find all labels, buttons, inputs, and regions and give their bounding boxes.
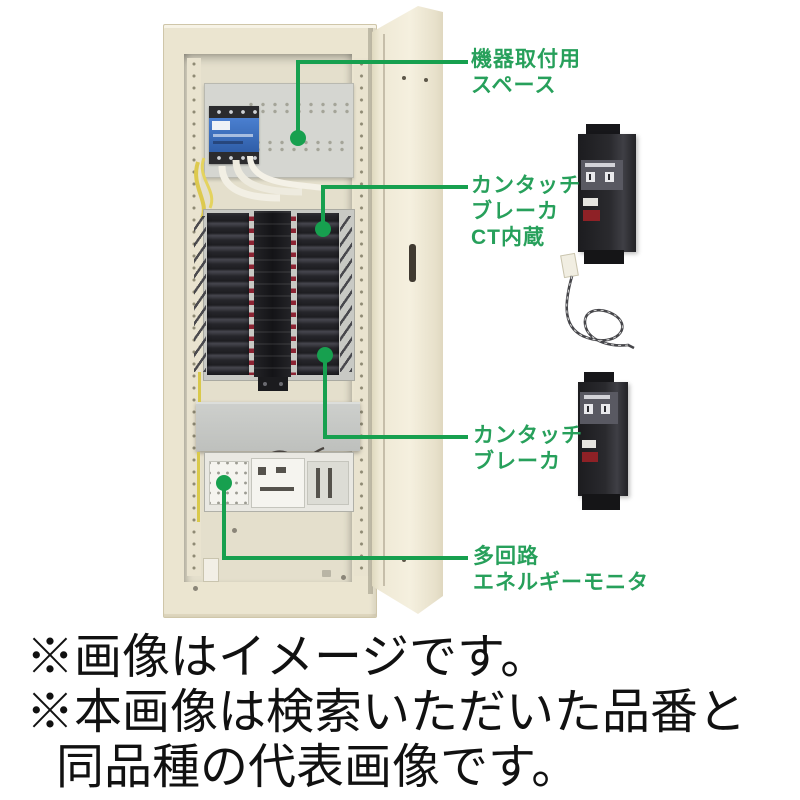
knockout	[322, 570, 331, 577]
callout-label-line: ブレーカ	[471, 200, 559, 223]
rating-chip	[583, 198, 598, 206]
breaker-body	[578, 382, 628, 496]
product-breaker-with-ct	[558, 116, 670, 356]
mounting-holes-row	[245, 101, 349, 114]
screw	[341, 575, 346, 580]
terminal-block	[209, 106, 259, 118]
monitor-module	[251, 458, 305, 508]
busbar	[254, 211, 291, 377]
label-line	[213, 134, 253, 137]
label-line	[213, 141, 243, 144]
product-breaker	[570, 366, 640, 521]
door-screw	[402, 558, 406, 562]
callout-label-line: カンタッチ	[473, 424, 583, 447]
door-screw	[424, 556, 428, 560]
branch-wiring-left	[194, 216, 206, 372]
door-screw	[424, 78, 428, 82]
busbar-extension	[258, 377, 288, 391]
branch-wiring-right	[340, 216, 352, 372]
disclaimer-line-3: 同品種の代表画像です。	[56, 741, 580, 794]
breaker-bottom-step	[582, 494, 620, 510]
wiring-tubes	[194, 155, 325, 219]
breaker-switch-red	[583, 210, 600, 221]
breaker-handles-left	[249, 213, 254, 375]
main-breaker-face	[209, 118, 259, 152]
door-handle	[409, 244, 416, 282]
callout-label-line: 多回路	[473, 545, 539, 568]
door-hinge-seam	[368, 28, 373, 594]
breaker-bottom-step	[584, 250, 624, 264]
mounting-rail-right	[354, 58, 369, 576]
disclaimer-text: ※画像はイメージです。 ※本画像は検索いただいた品番と 同品種の代表画像です。	[26, 630, 796, 795]
breaker-column-right	[297, 213, 339, 375]
callout-label-breaker: カンタッチ ブレーカ	[473, 423, 583, 475]
ground-wire	[197, 452, 200, 522]
rating-chip	[582, 440, 596, 448]
breaker-label-plate	[581, 160, 623, 190]
callout-label-line: 機器取付用	[471, 48, 581, 71]
breaker-body	[578, 134, 636, 252]
callout-label-line: エネルギーモニタ	[473, 571, 649, 594]
callout-label-line: カンタッチ	[471, 174, 581, 197]
cable-clip	[203, 558, 219, 582]
main-breaker-unit	[209, 106, 259, 164]
callout-label-line: スペース	[471, 74, 557, 97]
monitor-module	[307, 461, 349, 505]
breaker-switch-red	[582, 452, 598, 462]
energy-monitor-unit	[204, 452, 354, 512]
terminal-block	[209, 152, 259, 164]
disclaimer-line-2: ※本画像は検索いただいた品番と	[26, 686, 747, 739]
callout-label-line: ブレーカ	[473, 450, 561, 473]
callout-label-energy-monitor: 多回路 エネルギーモニタ	[473, 544, 649, 596]
breaker-label-plate	[580, 392, 618, 424]
disclaimer-line-1: ※画像はイメージです。	[26, 631, 549, 684]
breaker-handles-right	[291, 213, 296, 375]
door-fold-line	[383, 34, 385, 586]
monitor-module	[209, 461, 249, 505]
callout-label-breaker-ct: カンタッチ ブレーカ CT内蔵	[471, 173, 581, 251]
callout-label-mounting-space: 機器取付用 スペース	[471, 47, 581, 99]
cabinet-door	[372, 6, 443, 614]
ct-sensor-cable	[565, 275, 635, 350]
screw	[232, 528, 237, 533]
screw	[193, 586, 198, 591]
rating-label	[212, 121, 230, 130]
door-screw	[402, 76, 406, 80]
breaker-column-left	[207, 213, 249, 375]
breaker-top-step	[584, 372, 614, 384]
callout-label-line: CT内蔵	[471, 226, 545, 249]
breaker-top-step	[586, 124, 620, 136]
ground-wire	[198, 372, 201, 402]
